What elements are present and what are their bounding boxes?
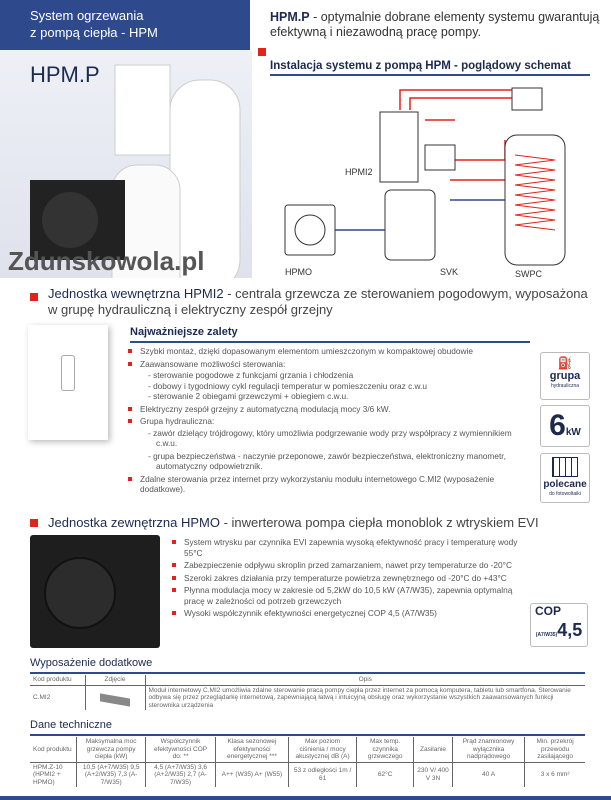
col-header: Min. przekrój przewodu zasilającego <box>524 737 585 763</box>
sub-item: - sterowanie 2 obiegami grzewczymi + obi… <box>148 391 349 401</box>
indoor-name: Jednostka wewnętrzna HPMI2 <box>48 286 224 301</box>
headline: HPM.P - optymalnie dobrane elementy syst… <box>270 10 600 40</box>
indoor-desc: - centrala grzewcza ze sterowaniem pogod… <box>48 286 588 317</box>
headline-text: - optymalnie dobrane elementy systemu gw… <box>270 10 600 39</box>
advantage-item: Grupa hydrauliczna:- zawór dzielący trój… <box>128 416 533 472</box>
cell: 40 A <box>451 762 525 787</box>
feature-item: Szeroki zakres działania przy temperatur… <box>172 573 522 584</box>
cell: 10,5 (A+7/W35) 9,5 (A+2/W35) 7,3 (A-7/W3… <box>76 762 146 787</box>
feature-item: Zabezpieczenie odpływu skroplin przed za… <box>172 560 522 571</box>
cell: A++ (W35) A+ (W55) <box>214 762 289 787</box>
advantage-item: Zaawansowane możliwości sterowania:- ste… <box>128 359 533 402</box>
label-hpmo: HPMO <box>285 267 312 277</box>
tech-title: Dane techniczne <box>30 719 585 736</box>
col-header: Opis <box>144 675 585 686</box>
red-marker-icon <box>30 293 38 301</box>
series-title-line2: z pompą ciepła - HPM <box>30 25 158 40</box>
col-header: Zasilanie <box>413 737 453 763</box>
schematic-title: Instalacja systemu z pompą HPM - poglądo… <box>270 60 590 76</box>
badge-sub: do fotowoltaiki <box>549 491 581 497</box>
indoor-headline: Jednostka wewnętrzna HPMI2 - centrala gr… <box>48 286 588 318</box>
col-header: Max poziom ciśnienia / mocy akustycznej … <box>287 737 357 763</box>
advantage-item: Zdalne sterowania przez internet przy wy… <box>128 474 533 495</box>
table-row: HPM.Z-10 (HPMI2 + HPMO) 10,5 (A+7/W35) 9,… <box>30 762 585 787</box>
table-row: C.MI2 Moduł internetowy C.MI2 umożliwia z… <box>30 685 585 710</box>
outdoor-name: Jednostka zewnętrzna HPMO <box>48 515 220 530</box>
advantage-text: Grupa hydrauliczna: <box>140 416 215 426</box>
power-badge: 6kW <box>540 405 590 447</box>
cell: HPM.Z-10 (HPMI2 + HPMO) <box>33 763 63 786</box>
advantage-text: Zaawansowane możliwości sterowania: <box>140 358 286 369</box>
sub-item: - zawór dzielący trójdrogowy, który umoż… <box>148 427 512 449</box>
outdoor-unit-photo <box>30 535 160 648</box>
sub-item: - dobowy i tygodniowy cykl regulacji tem… <box>148 380 427 391</box>
col-header: Klasa sezonowej efektywności energetyczn… <box>214 737 289 763</box>
cell: 4,5 (A+7/W35) 3,6 (A+2/W35) 2,7 (A-7/W35… <box>145 762 216 787</box>
product-illustration <box>30 64 241 316</box>
label-svk: SVK <box>440 267 458 277</box>
col-header: Kod produktu <box>30 675 85 686</box>
label-swpc: SWPC <box>515 269 543 279</box>
router-image <box>84 685 145 710</box>
solar-panel-icon <box>552 457 578 477</box>
col-header: Kod produktu <box>30 737 77 763</box>
feature-item: Wysoki współczynnik efektywności energet… <box>172 608 522 619</box>
outdoor-headline: Jednostka zewnętrzna HPMO - inwerterowa … <box>48 515 608 531</box>
label-hpmi2: HPMI2 <box>345 167 373 177</box>
watermark: Zdunskowola.pl <box>8 246 205 276</box>
valve-icon: ⛽ <box>557 356 573 370</box>
cell: C.MI2 <box>33 694 51 701</box>
advantage-item: Elektryczny zespół grzejny z automatyczn… <box>128 404 533 415</box>
headline-bold: HPM.P <box>270 10 310 24</box>
indoor-unit-photo <box>28 325 108 440</box>
advantage-item: Szybki montaż, dzięki dopasowanym elemen… <box>128 346 533 357</box>
cell: 62°C <box>356 762 414 787</box>
red-marker-icon <box>258 48 266 56</box>
product-photo <box>0 50 252 316</box>
badge-number: 6 <box>549 409 566 442</box>
cell: 230 V/ 400 V 3N <box>413 762 453 787</box>
col-header: Zdjęcie <box>84 675 145 686</box>
red-marker-icon <box>30 519 38 527</box>
accessories-title: Wyposażenie dodatkowe <box>30 657 585 674</box>
sub-item: - grupa bezpieczeństwa - naczynie przepo… <box>148 450 506 472</box>
badge-sub: hydrauliczna <box>550 383 580 389</box>
col-header: Współczynnik efektywności COP do: ** <box>145 737 216 763</box>
series-title-line1: System ogrzewania <box>30 8 144 23</box>
badge-unit: kW <box>565 427 581 438</box>
outdoor-desc: - inwerterowa pompa ciepła monoblok z wt… <box>219 515 539 530</box>
cop-value: 4,5 <box>557 620 583 640</box>
cop-label: COP <box>535 604 562 618</box>
cell: 53 z odległości 1m / 61 <box>287 762 357 787</box>
sub-item: - sterowanie pogodowe z funkcjami grzani… <box>148 370 354 380</box>
col-header: Maksymalna moc grzewcza pompy ciepła (kW… <box>76 737 146 763</box>
badge-label: polecane <box>543 479 587 490</box>
cell: Moduł internetowy C.MI2 umożliwia zdalne… <box>144 685 585 710</box>
outdoor-features: System wtrysku par czynnika EVI zapewnia… <box>172 537 522 621</box>
badge-label: grupa <box>549 370 581 382</box>
cop-badge: COP (A7/W35)4,5 <box>530 603 588 647</box>
advantages-list: Szybki montaż, dzięki dopasowanym elemen… <box>128 346 533 497</box>
footer-bar <box>0 796 611 800</box>
col-header: Prąd znamionowy wyłącznika nadprądowego <box>451 737 525 763</box>
cell: 3 x 6 mm² <box>524 762 585 787</box>
system-schematic: HPMI2 HPMO SVK SWPC <box>284 87 566 279</box>
col-header: Max temp. czynnika grzewczego <box>356 737 414 763</box>
feature-item: Płynna modulacja mocy w zakresie od 5,2k… <box>172 585 522 606</box>
product-name: HPM.P <box>30 62 100 87</box>
advantages-title: Najważniejsze zalety <box>130 326 530 343</box>
feature-item: System wtrysku par czynnika EVI zapewnia… <box>172 537 522 558</box>
cop-sub: (A7/W35) <box>535 632 558 638</box>
series-title-box: System ogrzewania z pompą ciepła - HPM <box>0 0 250 50</box>
